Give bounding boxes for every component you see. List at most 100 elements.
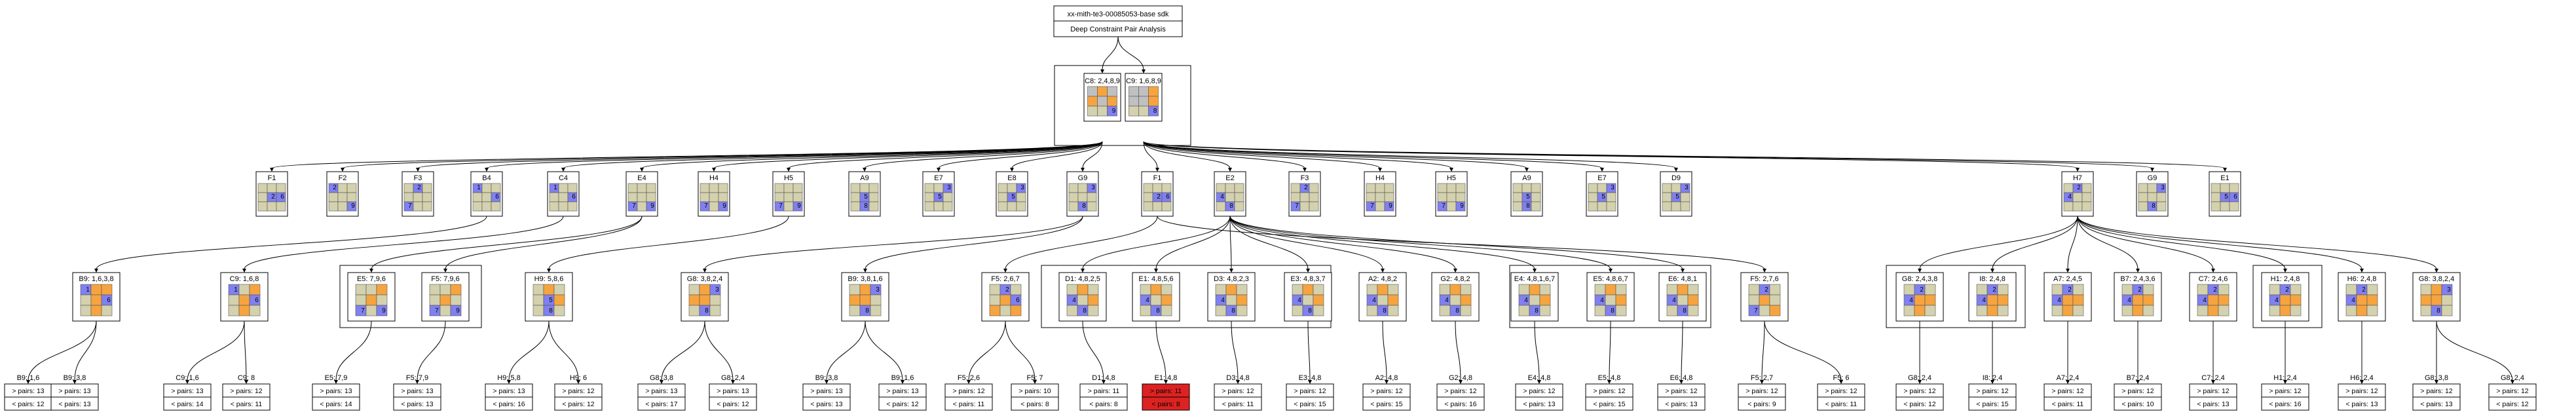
level3-node[interactable]: C7: 2,4,624 (2189, 272, 2237, 322)
level3-node[interactable]: I8: 2,4,824 (1968, 272, 2017, 322)
leaf-node[interactable]: A7: 2,4> pairs: 12< pairs: 11 (2044, 374, 2092, 411)
leaf-node[interactable]: E5: 7,9> pairs: 13< pairs: 14 (312, 374, 360, 411)
level3-node[interactable]: C9: 1,6,816 (220, 272, 269, 322)
level3-node[interactable]: H6: 2,4,824 (2338, 272, 2386, 322)
level3-node[interactable]: E6: 4,8,148 (1658, 272, 1707, 322)
leaf-node[interactable]: G8: 2,4> pairs: 12< pairs: 12 (2488, 374, 2537, 411)
leaf-node[interactable]: C7: 2,4> pairs: 12< pairs: 13 (2189, 374, 2237, 411)
level3-node[interactable]: E3: 4,8,3,748 (1284, 272, 1332, 322)
leaf-node[interactable]: G8: 2,4> pairs: 12< pairs: 12 (1895, 374, 1944, 411)
leaf-node[interactable]: F5: 7,9> pairs: 13< pairs: 13 (393, 374, 441, 411)
leaf-node[interactable]: E1: 4,8> pairs: 11< pairs: 8 (1142, 374, 1190, 411)
level3-node[interactable]: F5: 2,7,627 (1740, 272, 1789, 322)
grid-cell (1138, 105, 1149, 117)
grid-cell-digit: 6 (280, 193, 284, 200)
leaf-title: B9: 1,6 (17, 374, 40, 382)
leaf-node[interactable]: I8: 2,4> pairs: 12< pairs: 15 (1968, 374, 2017, 411)
leaf-node[interactable]: G8: 3,8> pairs: 12< pairs: 13 (2412, 374, 2461, 411)
level3-node[interactable]: B9: 1,6,3,816 (72, 272, 121, 322)
leaf-node[interactable]: G8: 3,8> pairs: 13< pairs: 17 (637, 374, 686, 411)
leaf-node[interactable]: H6: 2,4> pairs: 12< pairs: 13 (2338, 374, 2386, 411)
leaf-node[interactable]: B9: 3,8> pairs: 13< pairs: 13 (50, 374, 99, 411)
leaf-node[interactable]: E6: 4,8> pairs: 12< pairs: 13 (1657, 374, 1706, 411)
leaf-title: B9: 1,6 (891, 374, 914, 382)
level1-node[interactable]: C9: 1,6,8,98 (1125, 73, 1163, 122)
leaf-node[interactable]: B9: 1,6> pairs: 13< pairs: 12 (4, 374, 52, 411)
leaf-node[interactable]: F5: 2,6> pairs: 12< pairs: 11 (944, 374, 993, 411)
level3-node[interactable]: H9: 5,8,658 (525, 272, 573, 322)
grid-cell (989, 284, 1001, 296)
leaf-node[interactable]: D1: 4,8> pairs: 11< pairs: 8 (1079, 374, 1128, 411)
leaf-node[interactable]: E5: 4,8> pairs: 12< pairs: 15 (1585, 374, 1633, 411)
root-node[interactable]: xx-mith-te3-00085053-base sdk Deep Const… (1053, 5, 1183, 37)
level1-node[interactable]: C8: 2,4,8,99 (1083, 73, 1121, 122)
grid-cell (924, 192, 935, 202)
level3-node[interactable]: G2: 4,8,248 (1431, 272, 1480, 322)
level3-node[interactable]: A2: 4,8,248 (1358, 272, 1407, 322)
level3-node[interactable]: B7: 2,4,3,624 (2114, 272, 2162, 322)
leaf-node[interactable]: H9: 6> pairs: 12< pairs: 12 (554, 374, 603, 411)
leaf-node[interactable]: F5: 6> pairs: 12< pairs: 11 (1817, 374, 1865, 411)
leaf-node[interactable]: H9: 5,8> pairs: 13< pairs: 16 (485, 374, 533, 411)
leaf-node[interactable]: G8: 2,4> pairs: 13< pairs: 12 (709, 374, 757, 411)
grid-cell (1302, 294, 1314, 306)
level3-node[interactable]: H1: 2,4,824 (2261, 272, 2309, 322)
level3-node[interactable]: D1: 4,8,2,548 (1058, 272, 1107, 322)
leaf-node[interactable]: D3: 4,8> pairs: 12< pairs: 11 (1214, 374, 1262, 411)
leaf-node[interactable]: C9: 1,6> pairs: 13< pairs: 14 (163, 374, 212, 411)
level3-node[interactable]: G8: 3,8,2,438 (681, 272, 729, 322)
level3-node[interactable]: G8: 3,8,2,438 (2412, 272, 2461, 322)
level3-node[interactable]: A7: 2,4,524 (2044, 272, 2092, 322)
level3-node[interactable]: E1: 4,8,5,648 (1132, 272, 1180, 322)
leaf-node[interactable]: A2: 4,8> pairs: 12< pairs: 15 (1362, 374, 1411, 411)
grid-cell-digit: 2 (2138, 286, 2142, 294)
leaf-node[interactable]: E3: 4,8> pairs: 12< pairs: 15 (1286, 374, 1334, 411)
leaf-node[interactable]: B7: 2,4> pairs: 12< pairs: 10 (2114, 374, 2162, 411)
level3-node[interactable]: E4: 4,8,1,6,748 (1510, 272, 1559, 322)
grid-cell (1129, 96, 1139, 107)
level3-node[interactable]: D3: 4,8,2,348 (1207, 272, 1256, 322)
leaf-node[interactable]: E4: 4,8> pairs: 12< pairs: 13 (1515, 374, 1563, 411)
leaf-node[interactable]: B9: 1,6> pairs: 13< pairs: 12 (878, 374, 927, 411)
level3-node[interactable]: F5: 2,6,726 (981, 272, 1030, 322)
leaf-node[interactable]: C9: 8> pairs: 12< pairs: 11 (222, 374, 271, 411)
level3-node[interactable]: G8: 2,4,3,824 (1895, 272, 1944, 322)
leaf-title: E5: 4,8 (1598, 374, 1621, 382)
grid-cell (228, 294, 240, 306)
grid-cell (2156, 192, 2167, 202)
leaf-node[interactable]: F5: 7> pairs: 10< pairs: 8 (1011, 374, 1059, 411)
leaf-node[interactable]: B9: 3,8> pairs: 13< pairs: 13 (802, 374, 851, 411)
level3-node[interactable]: E5: 4,8,6,748 (1586, 272, 1635, 322)
leaf-node[interactable]: F5: 2,7> pairs: 12< pairs: 9 (1738, 374, 1786, 411)
leaf-node[interactable]: H1: 2,4> pairs: 12< pairs: 16 (2261, 374, 2309, 411)
grid-cell (2072, 192, 2083, 202)
grid-cell (2366, 284, 2378, 296)
leaf-node[interactable]: G2: 4,8> pairs: 12< pairs: 16 (1436, 374, 1485, 411)
level3-node[interactable]: B9: 3,8,1,638 (841, 272, 889, 322)
